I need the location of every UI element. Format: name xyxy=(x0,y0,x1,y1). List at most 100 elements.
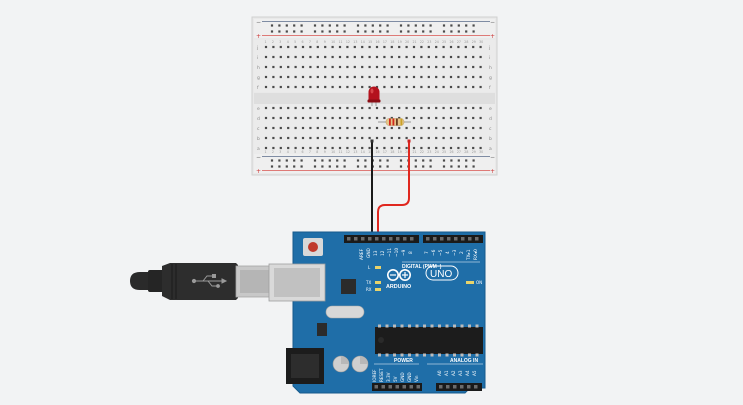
breadboard-hole[interactable] xyxy=(375,136,379,140)
breadboard-hole[interactable] xyxy=(346,65,349,69)
breadboard-hole[interactable] xyxy=(427,75,430,79)
breadboard-hole[interactable] xyxy=(316,55,319,59)
breadboard-hole[interactable] xyxy=(435,55,438,59)
breadboard-hole[interactable] xyxy=(383,85,386,89)
rail-hole[interactable] xyxy=(285,24,288,27)
breadboard-hole[interactable] xyxy=(316,75,319,79)
breadboard-hole[interactable] xyxy=(264,65,268,69)
breadboard-hole[interactable] xyxy=(457,146,460,150)
bottom-rail-holes[interactable] xyxy=(270,159,475,168)
rail-hole[interactable] xyxy=(300,165,303,168)
rail-hole[interactable] xyxy=(270,30,274,33)
rail-hole[interactable] xyxy=(414,30,417,33)
breadboard-hole[interactable] xyxy=(353,116,356,120)
red-led[interactable] xyxy=(367,86,381,106)
rail-hole[interactable] xyxy=(379,24,382,27)
breadboard-hole[interactable] xyxy=(472,55,475,59)
rail-hole[interactable] xyxy=(285,30,288,33)
breadboard-hole[interactable] xyxy=(301,146,305,150)
breadboard-hole[interactable] xyxy=(464,55,467,59)
breadboard-hole[interactable] xyxy=(353,106,356,110)
breadboard-hole[interactable] xyxy=(346,106,349,110)
rail-hole[interactable] xyxy=(343,30,346,33)
rail-hole[interactable] xyxy=(328,159,331,162)
digital-pin[interactable] xyxy=(368,237,372,241)
breadboard-hole[interactable] xyxy=(272,75,275,79)
breadboard-hole[interactable] xyxy=(375,45,379,49)
breadboard-hole[interactable] xyxy=(338,106,342,110)
breadboard-hole[interactable] xyxy=(294,126,297,130)
breadboard-hole[interactable] xyxy=(479,136,482,140)
breadboard-hole[interactable] xyxy=(472,45,475,49)
breadboard-hole[interactable] xyxy=(472,85,475,89)
rail-hole[interactable] xyxy=(407,30,410,33)
breadboard-hole[interactable] xyxy=(390,116,393,120)
breadboard-hole[interactable] xyxy=(368,55,371,59)
digital-pin[interactable] xyxy=(403,237,407,241)
breadboard-hole[interactable] xyxy=(405,65,408,69)
rail-hole[interactable] xyxy=(399,159,403,162)
rail-hole[interactable] xyxy=(278,24,281,27)
breadboard-hole[interactable] xyxy=(398,85,401,89)
breadboard-hole[interactable] xyxy=(383,65,386,69)
breadboard-hole[interactable] xyxy=(390,55,393,59)
breadboard-hole[interactable] xyxy=(264,136,268,140)
breadboard-hole[interactable] xyxy=(279,126,282,130)
breadboard-hole[interactable] xyxy=(405,75,408,79)
breadboard-hole[interactable] xyxy=(346,146,349,150)
breadboard-hole[interactable] xyxy=(427,65,430,69)
rail-hole[interactable] xyxy=(465,24,468,27)
breadboard-hole[interactable] xyxy=(479,45,482,49)
breadboard-hole[interactable] xyxy=(412,136,416,140)
breadboard-hole[interactable] xyxy=(457,65,460,69)
breadboard-hole[interactable] xyxy=(279,85,282,89)
digital-pin[interactable] xyxy=(396,237,400,241)
breadboard-hole[interactable] xyxy=(464,45,467,49)
breadboard-hole[interactable] xyxy=(309,45,312,49)
breadboard-hole[interactable] xyxy=(398,136,401,140)
breadboard-hole[interactable] xyxy=(375,85,379,89)
breadboard-hole[interactable] xyxy=(264,45,268,49)
breadboard-hole[interactable] xyxy=(464,65,467,69)
breadboard-hole[interactable] xyxy=(398,146,401,150)
breadboard-hole[interactable] xyxy=(420,45,423,49)
breadboard-hole[interactable] xyxy=(427,45,430,49)
breadboard-hole[interactable] xyxy=(420,65,423,69)
breadboard-hole[interactable] xyxy=(412,106,416,110)
breadboard-hole[interactable] xyxy=(383,75,386,79)
rail-hole[interactable] xyxy=(450,159,453,162)
rail-hole[interactable] xyxy=(386,165,389,168)
rail-hole[interactable] xyxy=(356,159,360,162)
breadboard-hole[interactable] xyxy=(449,126,453,130)
rail-hole[interactable] xyxy=(300,30,303,33)
rail-hole[interactable] xyxy=(293,24,296,27)
breadboard-hole[interactable] xyxy=(287,126,290,130)
breadboard-hole[interactable] xyxy=(405,116,408,120)
breadboard-hole[interactable] xyxy=(435,85,438,89)
breadboard-hole[interactable] xyxy=(405,126,408,130)
digital-pin[interactable] xyxy=(426,237,430,241)
breadboard-hole[interactable] xyxy=(383,106,386,110)
digital-pin[interactable] xyxy=(375,237,379,241)
breadboard-hole[interactable] xyxy=(427,85,430,89)
breadboard-hole[interactable] xyxy=(368,126,371,130)
breadboard-hole[interactable] xyxy=(294,85,297,89)
breadboard-hole[interactable] xyxy=(294,146,297,150)
breadboard-hole[interactable] xyxy=(390,45,393,49)
rail-hole[interactable] xyxy=(414,165,417,168)
breadboard-hole[interactable] xyxy=(331,85,334,89)
breadboard-hole[interactable] xyxy=(368,136,371,140)
breadboard-hole[interactable] xyxy=(324,136,327,140)
breadboard-hole[interactable] xyxy=(412,55,416,59)
breadboard-hole[interactable] xyxy=(368,75,371,79)
breadboard-hole[interactable] xyxy=(316,45,319,49)
digital-pin[interactable] xyxy=(468,237,472,241)
rail-hole[interactable] xyxy=(336,165,339,168)
breadboard-hole[interactable] xyxy=(464,136,467,140)
rail-hole[interactable] xyxy=(313,159,317,162)
rail-hole[interactable] xyxy=(386,159,389,162)
breadboard-hole[interactable] xyxy=(294,136,297,140)
arduino-uno-board[interactable]: AREF GND 13 12 ~11 ~10 ~9 8 7 ~6 ~5 4 ~3… xyxy=(268,231,486,394)
breadboard-hole[interactable] xyxy=(420,146,423,150)
breadboard-hole[interactable] xyxy=(294,65,297,69)
